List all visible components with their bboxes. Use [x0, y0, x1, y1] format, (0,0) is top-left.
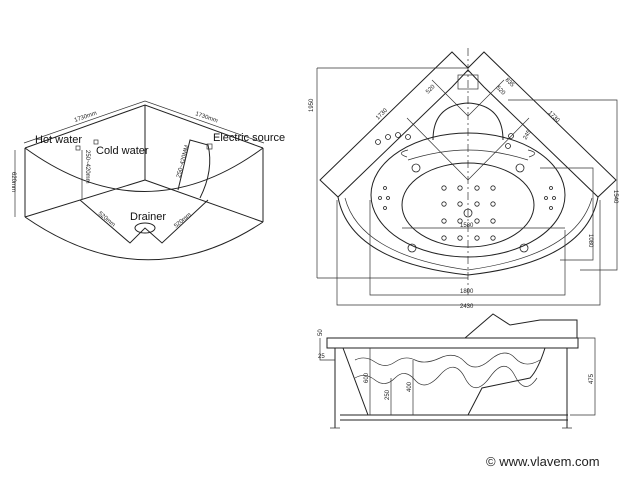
dim-water: 400 [407, 381, 413, 392]
dim-width-inner: 1800 [460, 289, 474, 295]
plan-view: 1950 1540 1080 1800 2430 1730 1730 520 5… [309, 48, 618, 310]
side-view: 50 25 600 250 400 475 [318, 313, 596, 429]
cold-water-label: Cold water [96, 145, 149, 157]
dim-total: 475 [589, 373, 595, 384]
dim-drain-left: 520mm [97, 211, 116, 228]
dim-seat-right: 520 [495, 85, 507, 97]
dim-hot-pipe: 250~420mm [84, 150, 90, 184]
dim-rim: 50 [318, 329, 324, 336]
dim-plan-inner: 1080 [587, 234, 593, 248]
electric-source-label: Electric source [213, 132, 285, 144]
dim-drain-right: 520mm [173, 212, 192, 229]
installation-view: Hot water Cold water Electric source Dra… [10, 100, 285, 261]
dim-corner: 835 [504, 77, 516, 89]
dim-skirt: 25 [318, 354, 325, 360]
dim-electric: 250~420MM [176, 145, 190, 179]
dim-basin: 1580 [460, 223, 474, 229]
dim-seat: 250 [385, 389, 391, 400]
dim-corner-small: 245 [523, 129, 534, 141]
dim-plan-right: 1540 [612, 190, 618, 204]
dim-depth: 600 [364, 372, 370, 383]
dim-width-outer: 2430 [460, 304, 474, 310]
dim-plan-height: 1950 [309, 98, 315, 112]
hot-water-label: Hot water [35, 134, 82, 146]
dim-seat-left: 520 [425, 84, 437, 96]
dim-height: 620mm [10, 172, 16, 192]
jet-grid [375, 132, 556, 253]
dim-diag-right: 1730 [547, 110, 561, 124]
drainer-label: Drainer [130, 211, 166, 223]
watermark: © www.vlavem.com [486, 454, 600, 469]
